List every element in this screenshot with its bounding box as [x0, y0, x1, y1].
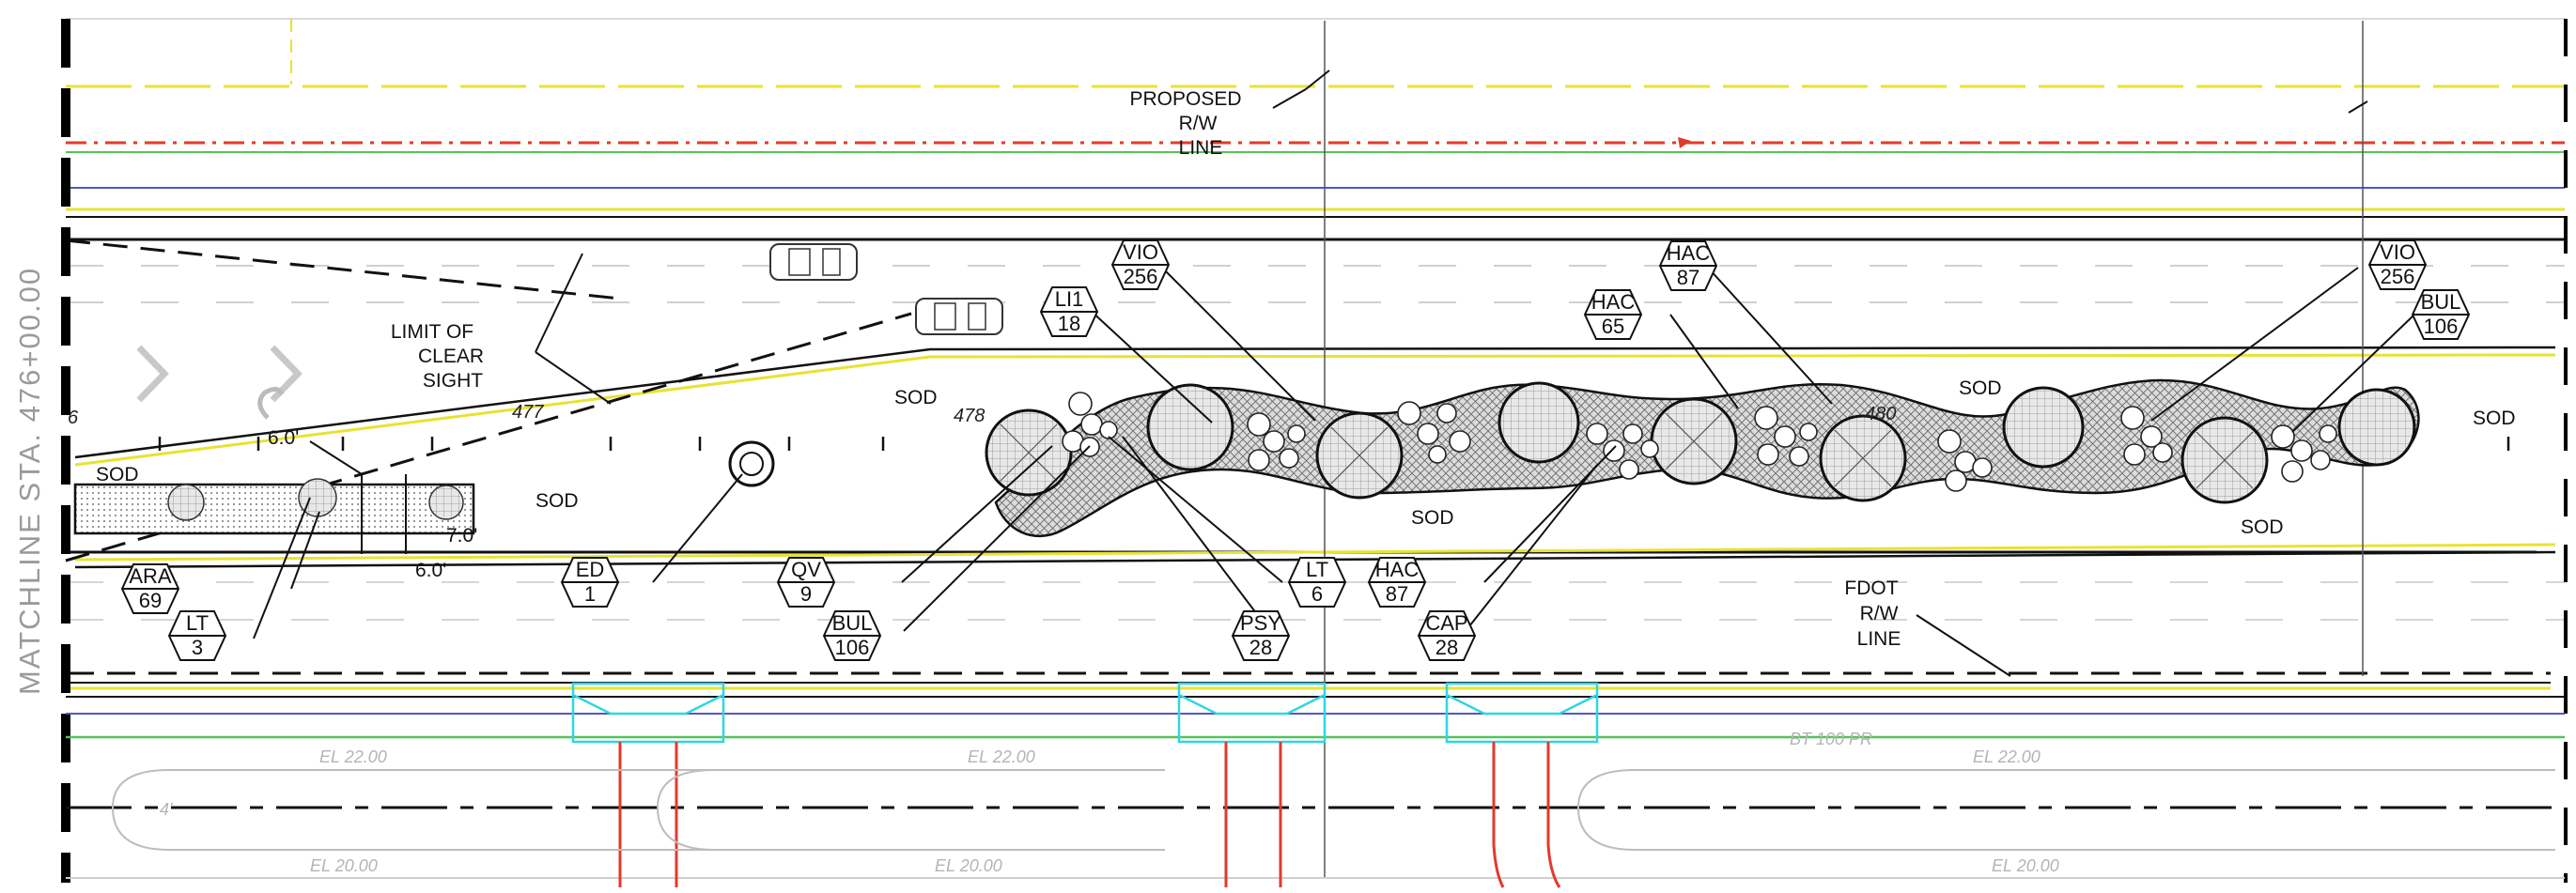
plant-quantity: 256 — [2381, 265, 2415, 288]
plant-quantity: 28 — [1435, 636, 1458, 659]
plant-tag: LT6 — [1287, 557, 1347, 608]
sod-label: SOD — [2241, 516, 2284, 538]
sod-label: SOD — [1959, 377, 2002, 399]
plant-quantity: 9 — [800, 582, 812, 606]
proposed-rw-line-3: LINE — [1179, 137, 1223, 159]
shrub-clusters — [1062, 392, 2337, 492]
proposed-rw-line-1: PROPOSED — [1129, 88, 1241, 110]
fdot-rw-line-3: LINE — [1857, 628, 1901, 650]
car-icon — [915, 298, 1003, 335]
clear-sight-line-3: SIGHT — [423, 370, 483, 392]
plant-code: LT — [1306, 558, 1328, 581]
clear-sight-line-1: LIMIT OF — [391, 321, 473, 343]
dim-label: 6.0' — [268, 427, 299, 449]
plant-code: HAC — [1375, 558, 1420, 581]
parking-curves — [111, 769, 2555, 851]
left-frame-dashes — [61, 19, 2568, 883]
plant-code: LI1 — [1055, 287, 1084, 311]
elevation-label: EL 22.00 — [968, 747, 1035, 766]
elevation-label: EL 22.00 — [1973, 747, 2041, 766]
station-label: 6 — [68, 408, 79, 428]
clear-sight-line-2: CLEAR — [418, 346, 484, 367]
plant-code: VIO — [1123, 240, 1158, 264]
storm-pipes — [618, 742, 1561, 888]
plant-code: QV — [791, 558, 821, 581]
top-utility-lines — [66, 18, 2565, 218]
plant-code: PSY — [1240, 611, 1281, 635]
matchline-label: MATCHLINE STA. 476+00.00 — [13, 267, 46, 695]
plant-code: HAC — [1591, 290, 1636, 314]
roadway — [66, 238, 2565, 621]
plant-tag: QV9 — [776, 557, 836, 608]
fdot-rw-line-1: FDOT — [1844, 577, 1898, 599]
plant-quantity: 256 — [1124, 265, 1158, 288]
plant-quantity: 87 — [1386, 582, 1408, 606]
plant-code: LT — [186, 611, 209, 635]
station-labels: 6 477 478 480 — [68, 402, 1896, 428]
station-label: 480 — [1865, 404, 1896, 424]
station-label: 478 — [954, 406, 985, 426]
elevation-label: EL 20.00 — [1992, 856, 2059, 875]
station-label: 477 — [512, 402, 544, 423]
plant-quantity: 106 — [2424, 315, 2459, 338]
sod-label: SOD — [96, 464, 139, 485]
plant-code: CAP — [1425, 611, 1467, 635]
fdot-rw-line-2: R/W — [1860, 603, 1899, 624]
left-planting-strip — [73, 440, 475, 554]
plant-tags: ARA69LT3ED1QV9BUL106PSY28LT6HAC87CAP28VI… — [120, 239, 2471, 661]
plant-tag: LT3 — [167, 610, 227, 661]
dim-label: 6.0' — [415, 560, 446, 581]
plant-quantity: 106 — [835, 636, 870, 659]
sod-label: SOD — [1411, 507, 1454, 529]
plant-code: HAC — [1667, 241, 1711, 265]
plant-quantity: 69 — [139, 589, 162, 612]
dim-label: 4' — [160, 800, 173, 819]
plant-tag: ED1 — [560, 557, 620, 608]
sod-label: SOD — [2473, 408, 2516, 429]
plant-quantity: 28 — [1249, 636, 1272, 659]
tree-ed — [728, 440, 775, 487]
drainage-inlets — [571, 682, 1599, 744]
sod-label: SOD — [894, 387, 938, 408]
plant-code: ARA — [129, 564, 172, 588]
plant-quantity: 87 — [1677, 266, 1699, 289]
elevation-label: EL 20.00 — [310, 856, 378, 875]
plant-quantity: 18 — [1058, 312, 1080, 335]
plant-code: BUL — [832, 611, 873, 635]
dashed-sight-lines — [65, 21, 2551, 878]
sod-labels: SOD SOD SOD SOD SOD SOD SOD — [96, 377, 2516, 538]
lower-utility-lines — [66, 696, 2565, 879]
leader-lines — [253, 69, 2415, 677]
elevation-label: EL 20.00 — [935, 856, 1002, 875]
elevation-label: EL 22.00 — [319, 747, 387, 766]
sod-label: SOD — [535, 490, 579, 512]
plant-quantity: 65 — [1602, 315, 1624, 338]
plant-code: BUL — [2421, 290, 2461, 314]
plant-quantity: 1 — [584, 582, 596, 606]
proposed-rw-line-2: R/W — [1179, 113, 1218, 134]
dim-label: 7.0' — [446, 525, 477, 547]
car-icon — [769, 243, 858, 281]
dimension-labels: 6.0' 7.0' 6.0' — [268, 427, 477, 581]
plant-code: VIO — [2380, 240, 2415, 264]
pipe-label: BT 100 PR — [1790, 730, 1872, 748]
ghost-elevation-labels: EL 22.00 EL 22.00 EL 22.00 EL 20.00 EL 2… — [160, 730, 2059, 875]
plant-quantity: 3 — [192, 636, 203, 659]
plant-quantity: 6 — [1311, 582, 1323, 606]
notes: PROPOSED R/W LINE LIMIT OF CLEAR SIGHT F… — [391, 88, 1901, 650]
plant-code: ED — [576, 558, 605, 581]
